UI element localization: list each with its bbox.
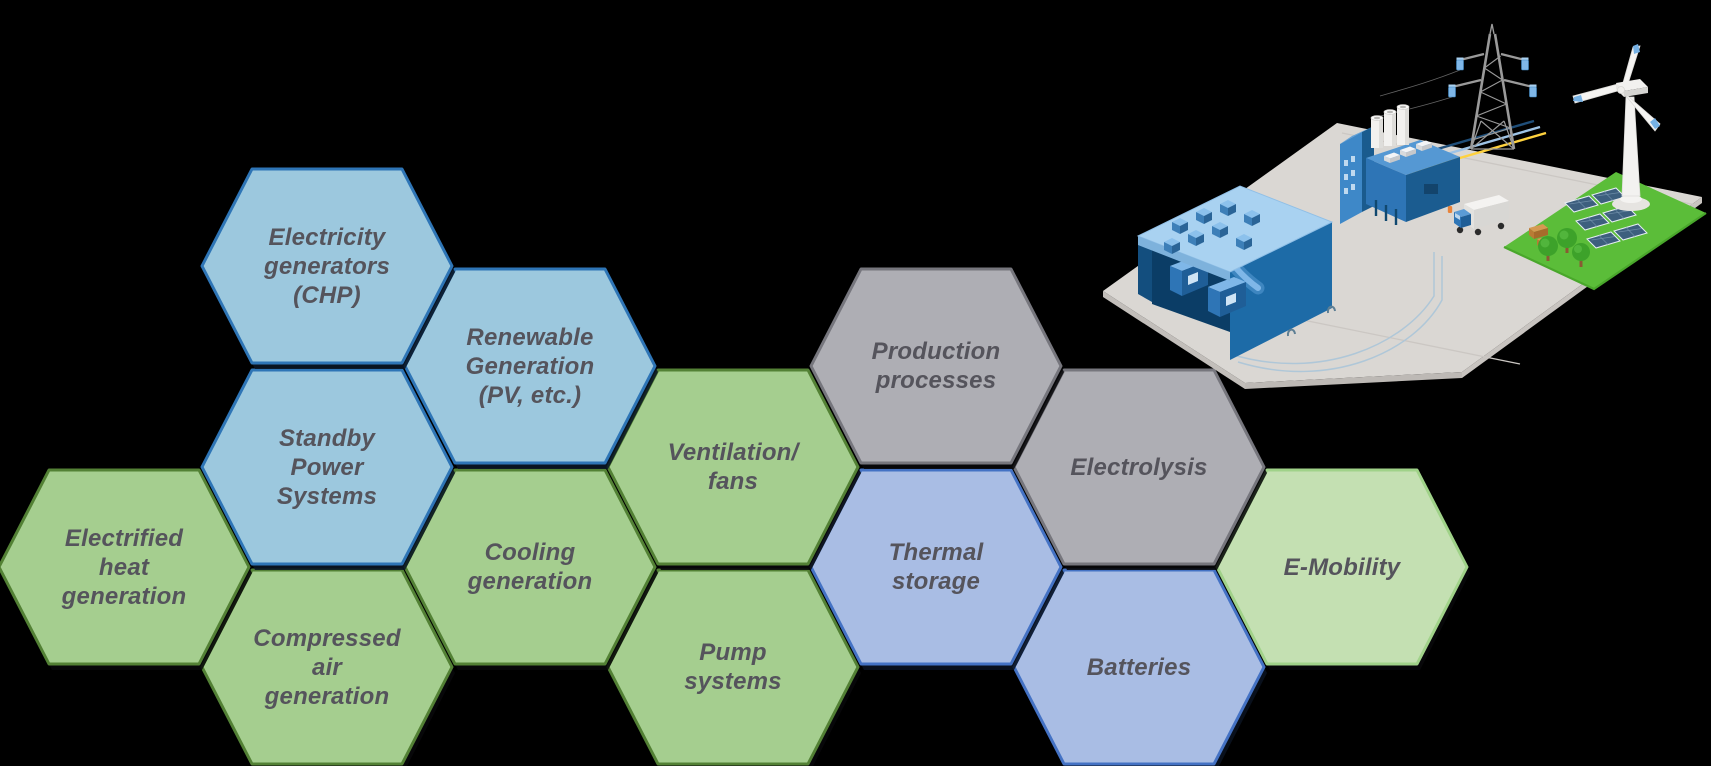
hex-label-line: Electricity (269, 224, 387, 251)
turbine-blades (1572, 45, 1661, 132)
hex-compressed-air-generation (200, 568, 455, 766)
chimneys-icon (1370, 104, 1410, 148)
production-plant (1340, 104, 1460, 225)
hex-label-line: Power (290, 454, 364, 481)
warehouse-building (1136, 185, 1336, 360)
hex-standby-power-systems (200, 368, 455, 570)
hex-label-line: Production (872, 338, 1001, 365)
hex-label-line: generation (264, 683, 390, 710)
hex-shape (606, 568, 860, 766)
hex-shape (403, 267, 657, 465)
hex-cooling-generation (403, 468, 658, 670)
hex-label-line: generation (61, 583, 187, 610)
hex-shape (403, 468, 657, 666)
hex-shape (809, 267, 1063, 465)
hex-label-line: Standby (279, 425, 377, 452)
hex-label-line: Systems (277, 483, 377, 510)
hex-shape (200, 368, 454, 566)
hex-production-processes (809, 267, 1064, 469)
roof-vent-cubes (1164, 200, 1260, 254)
hex-electrolysis (1012, 368, 1267, 570)
hex-label-line: generators (263, 253, 390, 280)
grass-field (1503, 172, 1707, 291)
hex-label-line: generation (467, 568, 593, 595)
hex-label-line: Thermal (889, 539, 985, 566)
hex-ventilation-fans (606, 368, 861, 570)
blade-tips (1573, 44, 1660, 129)
hex-shape (1215, 468, 1469, 666)
pylon-insulators (1448, 57, 1537, 98)
hex-label-line: Pump (699, 639, 766, 666)
hex-shape (606, 368, 860, 566)
hex-e-mobility (1215, 468, 1470, 670)
wind-turbine-icon (1572, 44, 1661, 211)
hex-electrified-heat-generation (0, 468, 252, 670)
hex-label-line: processes (875, 367, 997, 394)
hex-electricity-generators-chp (200, 167, 455, 369)
hex-renewable-generation (403, 267, 658, 469)
hex-shape (200, 568, 454, 766)
hex-pump-systems (606, 568, 861, 766)
hex-shape (809, 468, 1063, 666)
hex-label-line: Generation (466, 353, 595, 380)
hex-label-line: (CHP) (293, 282, 361, 309)
ground-pipes (1229, 252, 1443, 373)
hex-shape (0, 468, 251, 666)
hex-batteries (1012, 568, 1267, 766)
hex-label-line: (PV, etc.) (479, 382, 582, 409)
hex-label-line: Electrified (65, 525, 184, 552)
hex-label-line: air (312, 654, 343, 681)
hex-label-line: Ventilation/ (668, 439, 801, 466)
hex-thermal-storage (809, 468, 1064, 670)
hex-labels: Electricity generators (CHP) Renewable G… (61, 224, 1402, 710)
hex-shape (1012, 368, 1266, 566)
hex-label-line: Electrolysis (1070, 454, 1207, 481)
hex-label-line: E-Mobility (1284, 554, 1402, 581)
delivery-truck-icon (1447, 195, 1509, 236)
hexagon-grid: Electricity generators (CHP) Renewable G… (0, 167, 1470, 766)
hex-label-line: Compressed (253, 625, 402, 652)
hex-shape (200, 167, 454, 365)
power-pylon-icon (1375, 23, 1537, 150)
hex-label-line: Cooling (485, 539, 576, 566)
trees-icon (1538, 228, 1590, 267)
hex-label-line: fans (708, 468, 758, 495)
hex-shape (1012, 568, 1266, 766)
crate (1208, 277, 1246, 317)
hex-label-line: storage (892, 568, 980, 595)
hex-label-line: Batteries (1087, 654, 1192, 681)
hex-label-line: systems (684, 668, 781, 695)
hex-label-line: heat (99, 554, 150, 581)
facility-illustration (1103, 23, 1707, 389)
roof-units (1384, 140, 1432, 163)
hex-label-line: Renewable (466, 324, 593, 351)
